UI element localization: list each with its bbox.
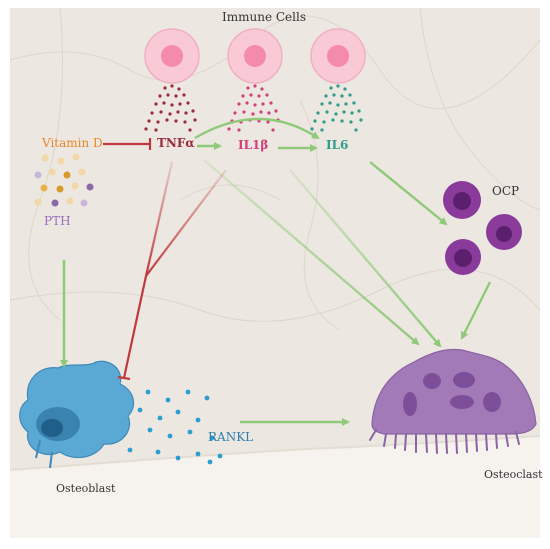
il6-label: IL6	[326, 138, 349, 152]
osteoclast-cell	[369, 348, 537, 454]
il1b-label: IL1β	[238, 138, 269, 152]
tnfa-particles	[144, 84, 197, 132]
rankl-label: RANKL	[208, 430, 254, 444]
vitamin-d-pth-particles	[34, 153, 94, 207]
tnfa-label: TNFα	[157, 136, 195, 150]
arrow-ocp-to-osteoclast	[460, 281, 492, 340]
il6-particles	[310, 84, 363, 132]
ocp-cell	[443, 181, 481, 219]
vitamin-d-label: Vitamin D	[42, 136, 103, 150]
arrow-il6-to-ocp	[369, 161, 448, 226]
activation-arrows	[60, 117, 492, 426]
arrow-tnfa-to-osteoclast	[203, 159, 420, 346]
ocp-cell	[486, 214, 522, 250]
arrow-tnfa-to-il6	[194, 117, 320, 140]
ocp-cell	[445, 239, 481, 275]
osteoblast-cell	[19, 360, 135, 469]
arrow-il1b-to-osteoclast	[289, 169, 442, 348]
osteoclast-label: Osteoclast	[484, 468, 543, 481]
immune-cell	[144, 28, 200, 84]
rankl-particles	[127, 389, 223, 465]
immune-cell	[227, 28, 283, 84]
osteoblast-label: Osteoblast	[56, 482, 116, 495]
inhibition-vitamin-d-tnfa	[103, 138, 152, 150]
ocp-label: OCP	[492, 184, 520, 198]
immune-cell	[310, 28, 366, 84]
bone-surface	[10, 436, 540, 538]
inhibition-cytokines-osteoblast	[144, 161, 227, 277]
pth-label: PTH	[44, 214, 71, 228]
immune-cells-label: Immune Cells	[222, 10, 306, 24]
